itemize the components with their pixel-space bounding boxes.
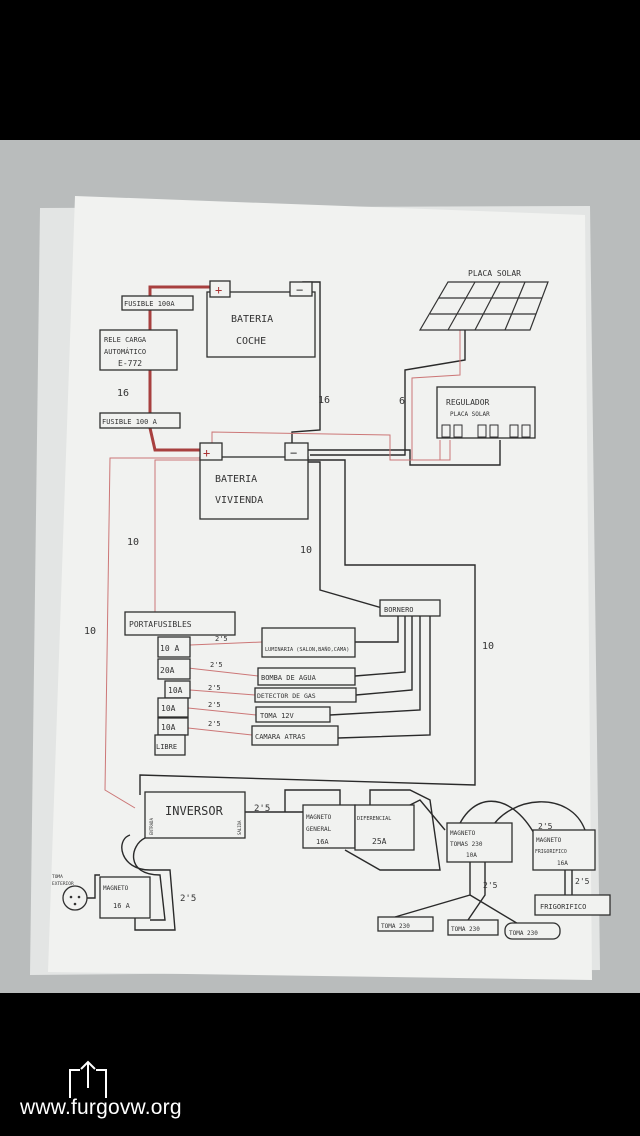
- fuse-rating: 10A: [168, 686, 183, 695]
- magneto-tomas-label: 10A: [466, 852, 477, 859]
- magneto-general-label: GENERAL: [306, 826, 332, 833]
- gauge-label: 2'5: [215, 635, 228, 643]
- regulator-terminals: [441, 424, 531, 438]
- magneto-general-label: 16A: [316, 838, 329, 846]
- regulator-label: PLACA SOLAR: [450, 411, 490, 418]
- fuse-holder-label: PORTAFUSIBLES: [129, 620, 192, 629]
- gauge-label: 2'5: [254, 804, 270, 814]
- gauge-label: 2'5: [575, 877, 590, 886]
- component-boxes: [62, 280, 611, 940]
- house-battery-label: BATERIA: [215, 474, 257, 485]
- outlet-pins: [69, 895, 81, 906]
- gauge-label: 2'5: [208, 720, 221, 728]
- car-battery-label: COCHE: [236, 336, 266, 347]
- regulator-label: REGULADOR: [446, 398, 490, 407]
- fuse-rating: 10 A: [160, 644, 179, 653]
- magneto-frigo-label: MAGNETO: [536, 837, 562, 844]
- gauge-label: 10: [300, 545, 312, 556]
- gauge-label: 2'5: [538, 822, 553, 831]
- gauge-label: 10: [127, 537, 139, 548]
- relay-label: AUTOMÁTICO: [104, 347, 146, 356]
- fuse-bottom-label: FUSIBLE 100 A: [102, 418, 158, 426]
- magneto-frigo-label: 16A: [557, 860, 568, 867]
- gauge-label: 16: [318, 395, 330, 406]
- solar-panel-label: PLACA SOLAR: [468, 269, 521, 278]
- socket-label: TOMA 230: [509, 930, 538, 937]
- black-wires: [85, 281, 586, 931]
- gauge-label: 16: [117, 388, 129, 399]
- load-label: TOMA 12V: [260, 712, 295, 720]
- inverter-label: INVERSOR: [165, 804, 224, 818]
- gauge-label: 2'5: [208, 684, 221, 692]
- relay-label: RELE CARGA: [104, 336, 147, 344]
- car-battery-label: BATERIA: [231, 314, 273, 325]
- fridge-label: FRIGORIFICO: [540, 903, 586, 911]
- red-main-wires: [148, 285, 218, 452]
- gauge-label: 6: [399, 396, 405, 407]
- fuse-top-label: FUSIBLE 100A: [124, 300, 175, 308]
- minus-terminal: −: [296, 283, 303, 297]
- magneto-general-label: MAGNETO: [306, 814, 332, 821]
- gauge-label: 10: [84, 626, 96, 637]
- fuse-rating: 10A: [161, 704, 176, 713]
- magneto-frigo-label: FRIGORIFICO: [535, 849, 567, 855]
- solar-panel-grid: [418, 281, 549, 331]
- load-label: BOMBA DE AGUA: [261, 674, 317, 682]
- gauge-label: 2'5: [210, 661, 223, 669]
- magneto-tomas-label: MAGNETO: [450, 830, 476, 837]
- bornero-label: BORNERO: [384, 606, 414, 614]
- load-label: DETECTOR DE GAS: [257, 692, 316, 700]
- fuse-rating: 10A: [161, 723, 176, 732]
- inverter-output-label: SALIDA: [237, 820, 242, 835]
- plus-terminal: +: [203, 446, 210, 460]
- watermark-text: www.furgovw.org: [20, 1096, 182, 1119]
- inverter-input-label: ENTRADA: [149, 818, 154, 835]
- diferencial-label: DIFERENCIAL: [357, 816, 391, 822]
- gauge-label: 2'5: [483, 881, 498, 890]
- magneto-tomas-label: TOMAS 230: [450, 841, 483, 848]
- gauge-label: 10: [482, 641, 494, 652]
- red-thin-wires: [104, 330, 461, 809]
- load-label: LUMINARIA (SALON,BAÑO,CAMA): [265, 646, 349, 653]
- load-label: CAMARA ATRAS: [255, 733, 306, 741]
- magneto-ext-label: 16 A: [113, 902, 131, 910]
- outdoor-socket-label: EXTERIOR: [52, 881, 74, 887]
- diferencial-label: 25A: [372, 837, 387, 846]
- house-battery-label: VIVIENDA: [215, 495, 263, 506]
- fuse-rating: 20A: [160, 666, 175, 675]
- fuse-rating: LIBRE: [156, 743, 177, 751]
- relay-label: E-772: [118, 359, 142, 368]
- gauge-label: 2'5: [208, 701, 221, 709]
- socket-label: TOMA 230: [451, 926, 480, 933]
- outdoor-socket-label: TOMA: [52, 874, 63, 880]
- minus-terminal: −: [290, 446, 297, 460]
- socket-label: TOMA 230: [381, 923, 410, 930]
- magneto-ext-label: MAGNETO: [103, 885, 129, 892]
- share-icon[interactable]: [68, 1060, 108, 1100]
- viewer-bottom-bar: [0, 993, 640, 1136]
- plus-terminal: +: [215, 283, 222, 297]
- gauge-label: 2'5: [180, 894, 196, 904]
